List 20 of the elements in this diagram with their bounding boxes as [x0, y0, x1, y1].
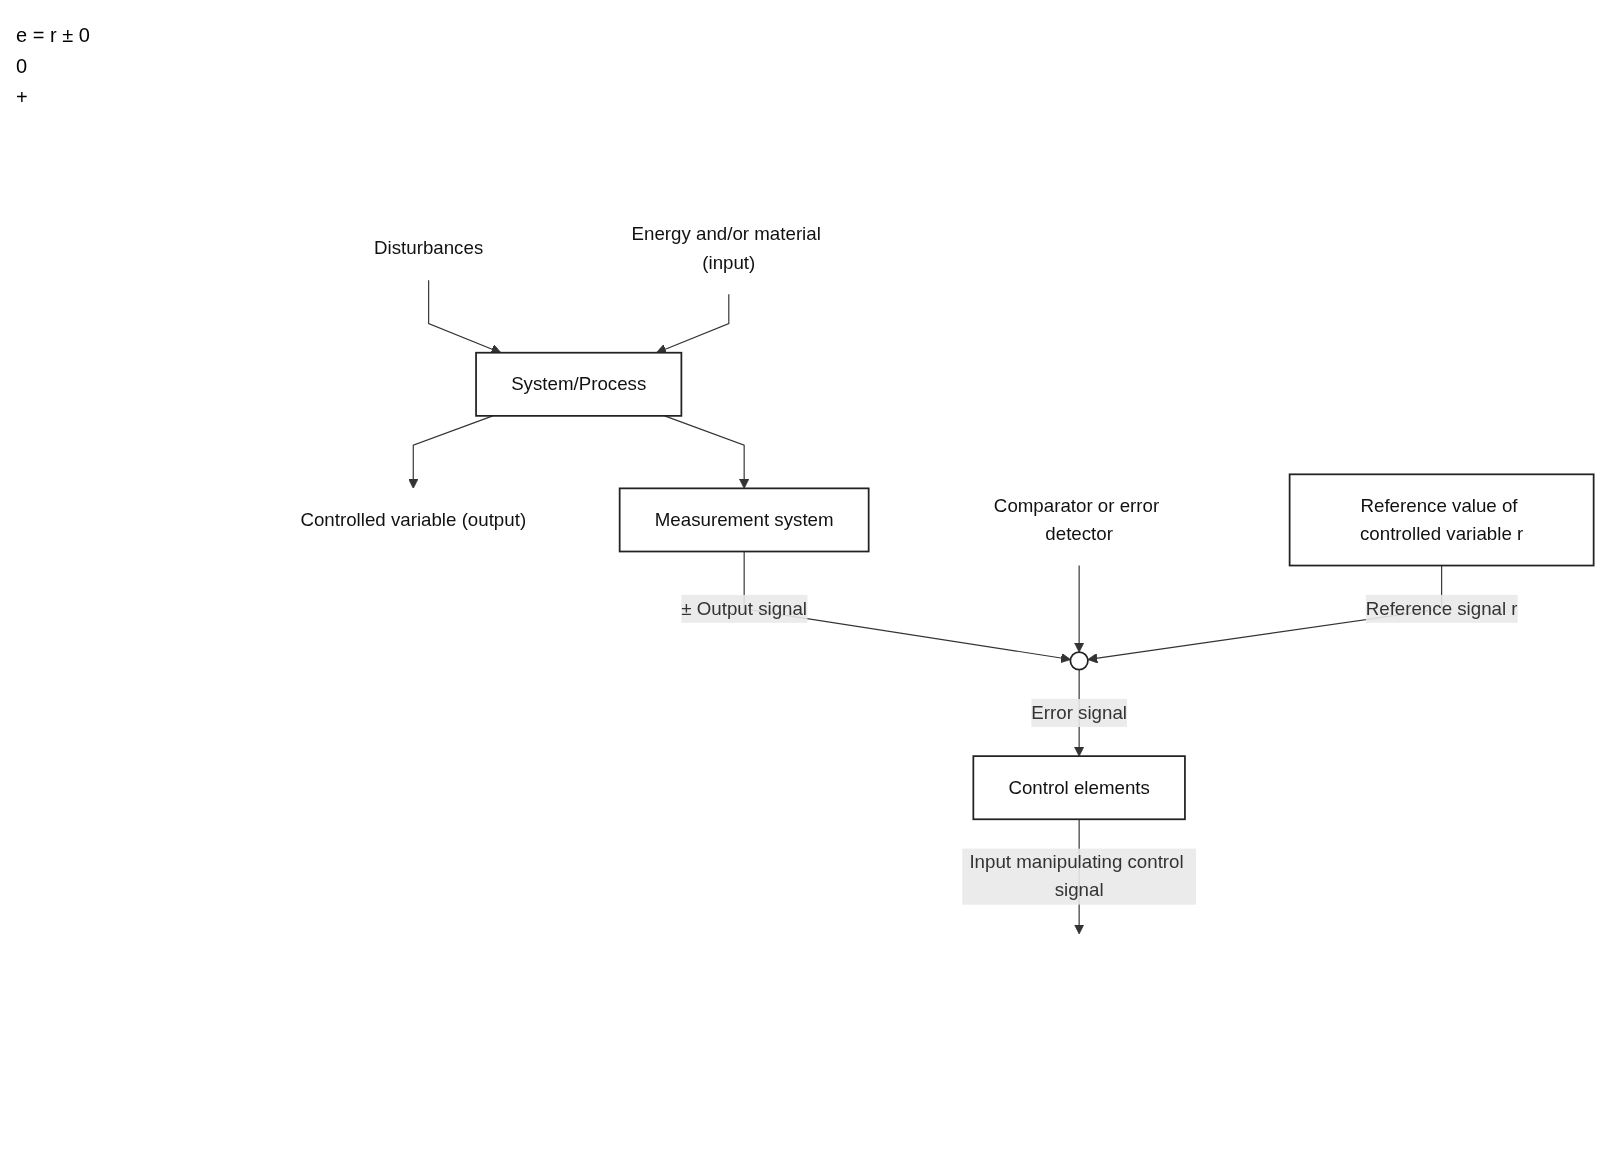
arrow	[664, 415, 750, 489]
node-circle	[1069, 651, 1089, 671]
edge-label: Reference signal r	[1365, 598, 1518, 619]
edge-label: Error signal	[1031, 702, 1127, 723]
note-label: e = r ± 0	[16, 24, 91, 47]
edge-label: ± Output signal	[681, 598, 808, 619]
note-label: 0	[16, 55, 29, 78]
arrow	[656, 293, 730, 354]
arrow	[1074, 564, 1085, 653]
node-text: Comparator or error detector	[993, 495, 1160, 544]
node-box: System/Process	[475, 351, 683, 417]
node-box: Control elements	[972, 755, 1186, 821]
edge-label: Input manipulating control signal	[969, 852, 1184, 900]
note-label: +	[16, 86, 29, 109]
node-box: Measurement system	[618, 487, 870, 553]
node-text: Disturbances	[374, 238, 484, 258]
arrow	[428, 279, 502, 354]
node-text: Energy and/or material (input)	[631, 224, 821, 273]
node-box: Reference value of controlled variable r	[1288, 473, 1595, 567]
node-text: Controlled variable (output)	[300, 509, 527, 530]
